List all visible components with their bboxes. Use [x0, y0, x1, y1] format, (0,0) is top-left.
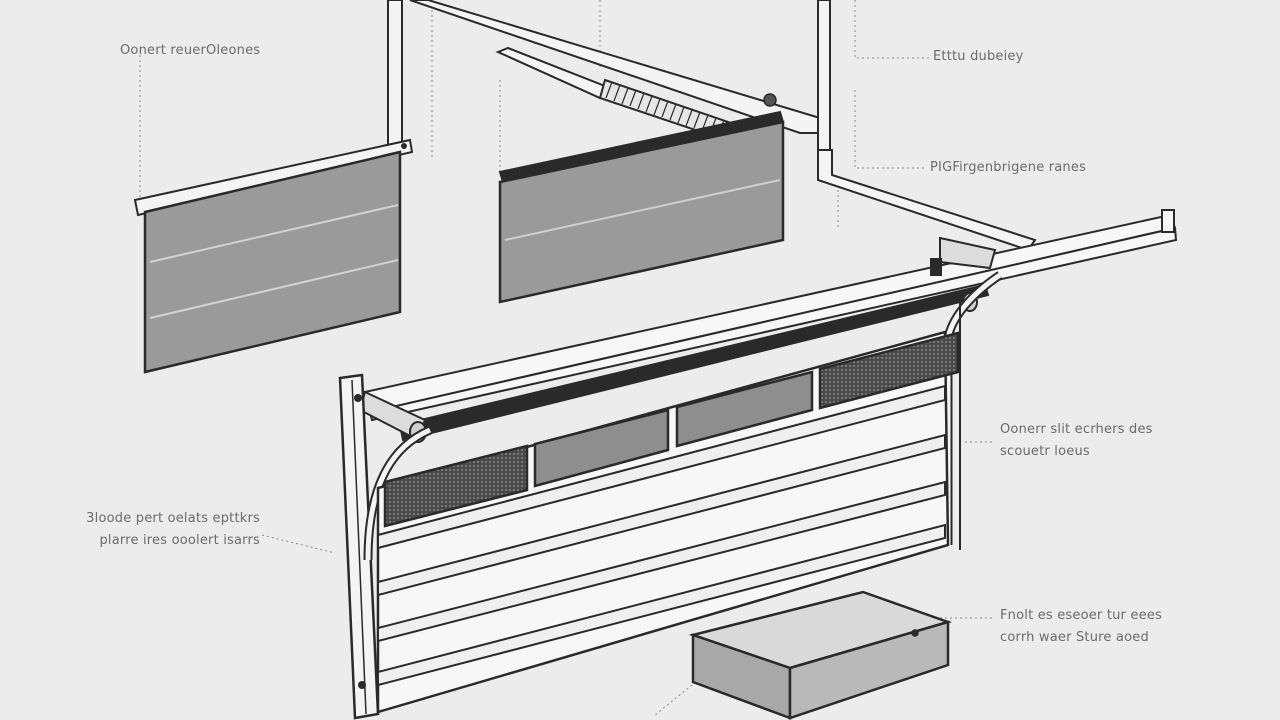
callout-mid-right-line1: PIGFirgenbrigene ranes	[930, 160, 1087, 175]
callout-top-left-line1: Oonert reuerOleones	[120, 43, 261, 58]
callout-bottom-right: Fnolt es eseoer tur eees corrh waer Stur…	[1000, 605, 1162, 649]
callout-top-right: Etttu dubeiey	[933, 46, 1024, 68]
main-door	[338, 271, 1003, 720]
window-mesh-right	[818, 331, 960, 410]
callout-right-lower: Oonerr slit ecrhers des scouetr loeus	[1000, 419, 1153, 463]
callout-left-lower-line1: 3loode pert oelats epttkrs	[86, 511, 260, 526]
leader-lines	[139, 0, 995, 716]
callout-mid-right: PIGFirgenbrigene ranes	[930, 157, 1086, 179]
callout-left-lower: 3loode pert oelats epttkrs plarre ires o…	[60, 508, 260, 552]
track-lower-rail	[368, 226, 1178, 422]
window-2	[533, 408, 670, 488]
window-mesh-left	[383, 444, 529, 528]
section-rails	[377, 384, 946, 687]
window-3	[675, 370, 814, 448]
callout-top-right-line1: Etttu dubeiey	[933, 49, 1024, 64]
leader-left-lower	[261, 534, 336, 554]
right-vertical-post	[817, 0, 831, 151]
window-row	[383, 331, 960, 528]
callout-left-lower-line2: plarre ires ooolert isarrs	[99, 533, 260, 548]
callout-bottom-right-line1: Fnolt es eseoer tur eees	[1000, 608, 1162, 623]
leader-bottom	[654, 684, 693, 716]
callout-bottom-right-line2: corrh waer Sture aoed	[1000, 630, 1149, 645]
middle-door-panel	[498, 110, 785, 304]
leader-mid-right	[854, 90, 925, 169]
callout-right-lower-line1: Oonerr slit ecrhers des	[1000, 422, 1153, 437]
angle-rail	[817, 149, 1037, 252]
callout-right-lower-line2: scouetr loeus	[1000, 444, 1090, 459]
callout-top-left: Oonert reuerOleones	[120, 40, 300, 62]
left-vertical-post	[387, 0, 403, 146]
leader-top-right	[854, 0, 930, 59]
track-shadow	[398, 283, 990, 442]
track-end-cap	[1161, 209, 1175, 233]
top-frame	[387, 0, 1037, 252]
left-door-panel	[133, 138, 414, 374]
diagonal-top-rail	[409, 0, 821, 134]
opener-motor-box	[688, 590, 953, 720]
